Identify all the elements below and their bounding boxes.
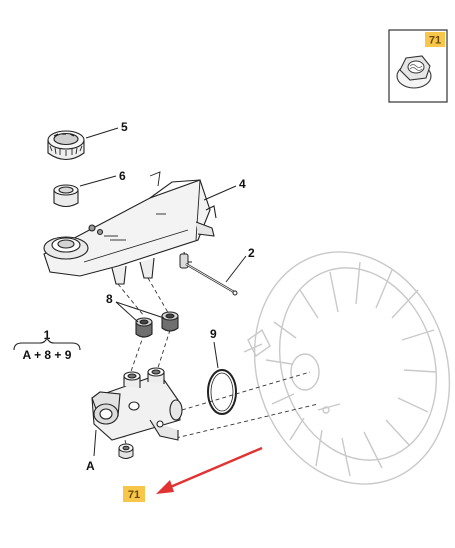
label-assembly-formula: A + 8 + 9 [23,348,72,362]
leader-grommets [115,301,165,323]
label-oring: 9 [210,327,217,341]
callout-arrow-icon [156,446,263,494]
label-cap: 5 [121,120,128,134]
leader-pin [225,255,247,283]
leader-oring [213,341,219,369]
leader-reservoir [203,185,237,201]
leader-master-cylinder [93,429,97,457]
brake-booster [243,251,451,485]
reservoir-filter [53,184,79,208]
inset-box: 71 [388,29,448,103]
assembly-callout: 1 A + 8 + 9 [13,328,81,362]
fluid-reservoir [43,171,217,285]
inset-badge[interactable] [425,32,445,47]
leader-cap [85,127,119,139]
retaining-pin [179,253,238,296]
bottom-badge[interactable]: 71 [123,486,145,502]
label-pin: 2 [248,246,255,260]
label-reservoir: 4 [239,177,246,191]
label-filter: 6 [119,169,126,183]
flange-nut [118,443,134,459]
flange-nut-icon [396,55,432,89]
inset-badge-label: 71 [429,35,441,47]
label-grommets: 8 [106,292,113,306]
o-ring [207,369,237,415]
label-master-cylinder: A [86,459,95,473]
label-assembly-number: 1 [44,328,51,342]
leader-filter [79,175,117,187]
grommets [135,311,179,338]
master-cylinder [91,367,183,441]
reservoir-cap [47,130,85,161]
bottom-badge-label: 71 [128,489,140,501]
